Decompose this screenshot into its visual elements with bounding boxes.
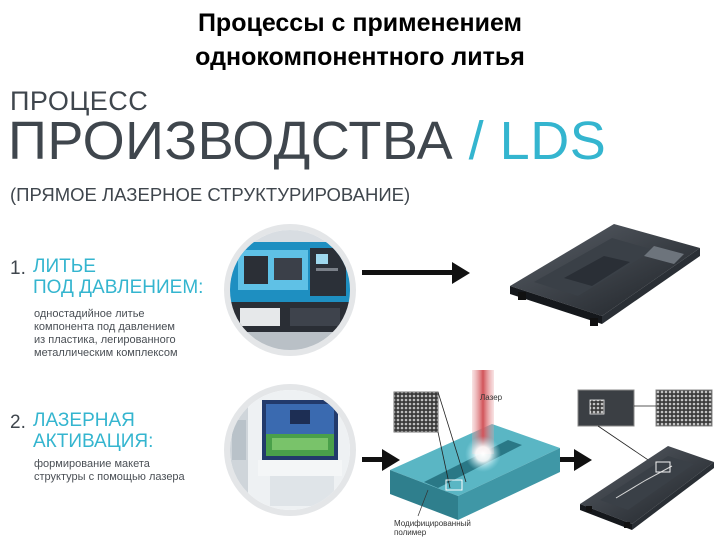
step-2-number: 2. xyxy=(10,412,26,433)
heading-separator: / xyxy=(468,111,485,171)
arrow-1-line xyxy=(362,270,454,275)
arrow-2-line xyxy=(362,457,384,462)
step-1-desc-line-3: из пластика, легированного xyxy=(34,334,176,346)
step-1-description: одностадийное литье компонента под давле… xyxy=(34,308,178,360)
step-2-title-line-1: ЛАЗЕРНАЯ xyxy=(33,410,135,431)
laser-label: Лазер xyxy=(480,393,503,402)
step-1-desc-line-2: компонента под давлением xyxy=(34,321,175,333)
arrow-3-line xyxy=(560,457,576,462)
heading-lds: LDS xyxy=(499,111,607,171)
arrow-3-icon xyxy=(574,449,592,471)
step-2-description: формирование макета структуры с помощью … xyxy=(34,458,185,484)
step-1-title-line-2: ПОД ДАВЛЕНИЕМ: xyxy=(33,277,204,298)
modified-polymer-line-2: полимер xyxy=(394,528,427,537)
step-2-desc-line-2: структуры с помощью лазера xyxy=(34,471,185,483)
activated-part-image xyxy=(577,389,714,530)
molded-part-image xyxy=(510,224,700,326)
laser-machine-illustration xyxy=(230,390,350,510)
step-1-number: 1. xyxy=(10,258,26,279)
heading-production-text: ПРОИЗВОДСТВА xyxy=(8,111,454,171)
arrow-2-icon xyxy=(382,449,400,471)
step-2-title: ЛАЗЕРНАЯ АКТИВАЦИЯ: xyxy=(33,410,153,452)
step-1-desc-line-4: металлическим комплексом xyxy=(34,347,178,359)
slide-title-line-2: однокомпонентного литья xyxy=(195,43,525,71)
step-2-desc-line-1: формирование макета xyxy=(34,458,150,470)
step-1-title-line-1: ЛИТЬЕ xyxy=(33,256,96,277)
arrow-1-icon xyxy=(452,262,470,284)
slide-title: Процессы с применением однокомпонентного… xyxy=(0,6,720,74)
step-2-title-line-2: АКТИВАЦИЯ: xyxy=(33,431,154,452)
slide-title-line-1: Процессы с применением xyxy=(197,9,523,37)
step-1-title: ЛИТЬЕ ПОД ДАВЛЕНИЕМ: xyxy=(33,256,203,298)
injection-machine-illustration xyxy=(230,230,350,350)
laser-machine-image xyxy=(224,384,356,516)
modified-polymer-line-1: Модифицированный xyxy=(394,519,471,528)
heading-production: ПРОИЗВОДСТВА / LDS xyxy=(8,110,606,172)
laser-activation-diagram xyxy=(390,370,560,520)
heading-process: ПРОЦЕСС xyxy=(10,86,149,116)
modified-polymer-label: Модифицированный полимер xyxy=(394,519,471,537)
step-1-desc-line-1: одностадийное литье xyxy=(34,308,145,320)
injection-machine-image xyxy=(224,224,356,356)
heading-subtitle: (ПРЯМОЕ ЛАЗЕРНОЕ СТРУКТУРИРОВАНИЕ) xyxy=(10,184,411,205)
